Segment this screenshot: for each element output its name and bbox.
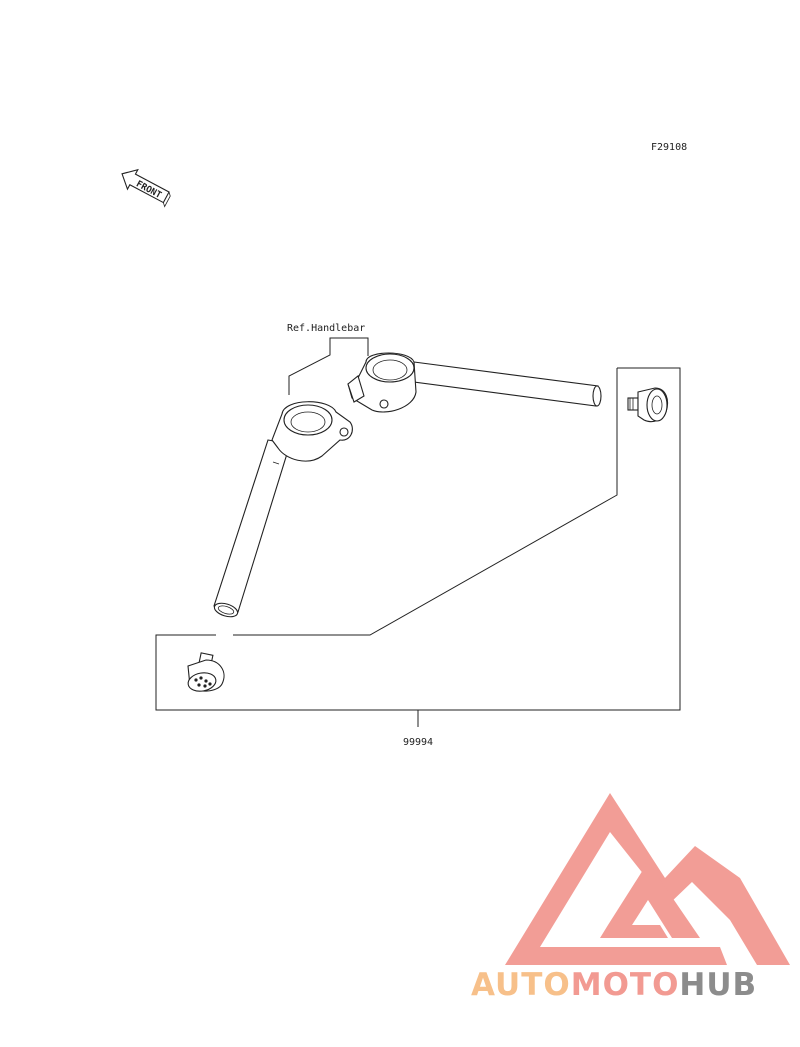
part-number: 99994 — [403, 737, 433, 748]
ref-leader-line — [288, 337, 369, 395]
group-leader — [233, 368, 618, 636]
watermark-text: AUTOMOTOHUB — [471, 967, 757, 1003]
watermark-logo — [505, 793, 790, 965]
right-handlebar — [347, 352, 602, 413]
group-bracket — [155, 367, 681, 711]
left-bar-end — [187, 652, 225, 692]
front-arrow-icon: FRONT — [121, 168, 171, 208]
figure-code: F29108 — [651, 142, 687, 153]
left-handlebar — [213, 401, 353, 618]
ref-handlebar-label: Ref.Handlebar — [287, 323, 365, 334]
right-bar-end — [627, 387, 669, 423]
